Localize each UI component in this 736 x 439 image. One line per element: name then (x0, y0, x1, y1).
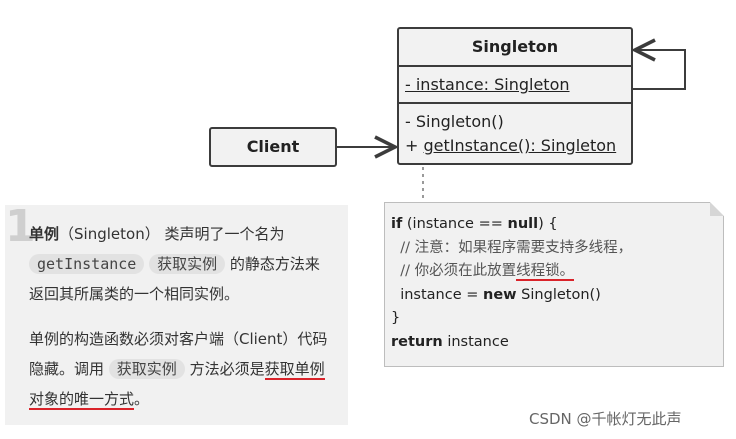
paragraph-2: 单例的构造函数必须对客户端（Client）代码隐藏。调用 获取实例 方法必须是获… (29, 330, 328, 410)
client-box: Client (209, 127, 337, 167)
method-pill-cn: 获取实例 (149, 254, 226, 274)
attribute-instance: - instance: Singleton (405, 75, 570, 94)
self-association-arrow (633, 50, 686, 90)
explanation-panel: 1 单例（Singleton） 类声明了一个名为 getInstance 获取实… (5, 205, 348, 425)
step-number: 1 (5, 201, 36, 252)
explanation-text: 单例（Singleton） 类声明了一个名为 getInstance 获取实例 … (29, 219, 334, 414)
watermark: CSDN @千帐灯无此声 (529, 410, 682, 428)
method-pill: getInstance (29, 254, 145, 274)
class-name: Singleton (399, 29, 631, 67)
class-operations: - Singleton() + getInstance(): Singleton (399, 104, 631, 164)
note-fold-corner (710, 202, 724, 216)
method-pill-cn-2: 获取实例 (108, 359, 185, 379)
thread-lock-underline: 线程锁。 (516, 263, 575, 281)
paragraph-1: 单例（Singleton） 类声明了一个名为 getInstance 获取实例 … (29, 225, 320, 303)
op-get-instance: + getInstance(): Singleton (405, 136, 617, 155)
class-attributes: - instance: Singleton (399, 67, 631, 104)
op-constructor: - Singleton() (405, 112, 504, 131)
singleton-class-box: Singleton - instance: Singleton - Single… (397, 27, 633, 165)
red-underline-text: 获取单例对象的唯一方式 (29, 360, 325, 410)
code-block: if (instance == null) { // 注意：如果程序需要支持多线… (391, 216, 633, 350)
code-note: if (instance == null) { // 注意：如果程序需要支持多线… (384, 202, 724, 367)
